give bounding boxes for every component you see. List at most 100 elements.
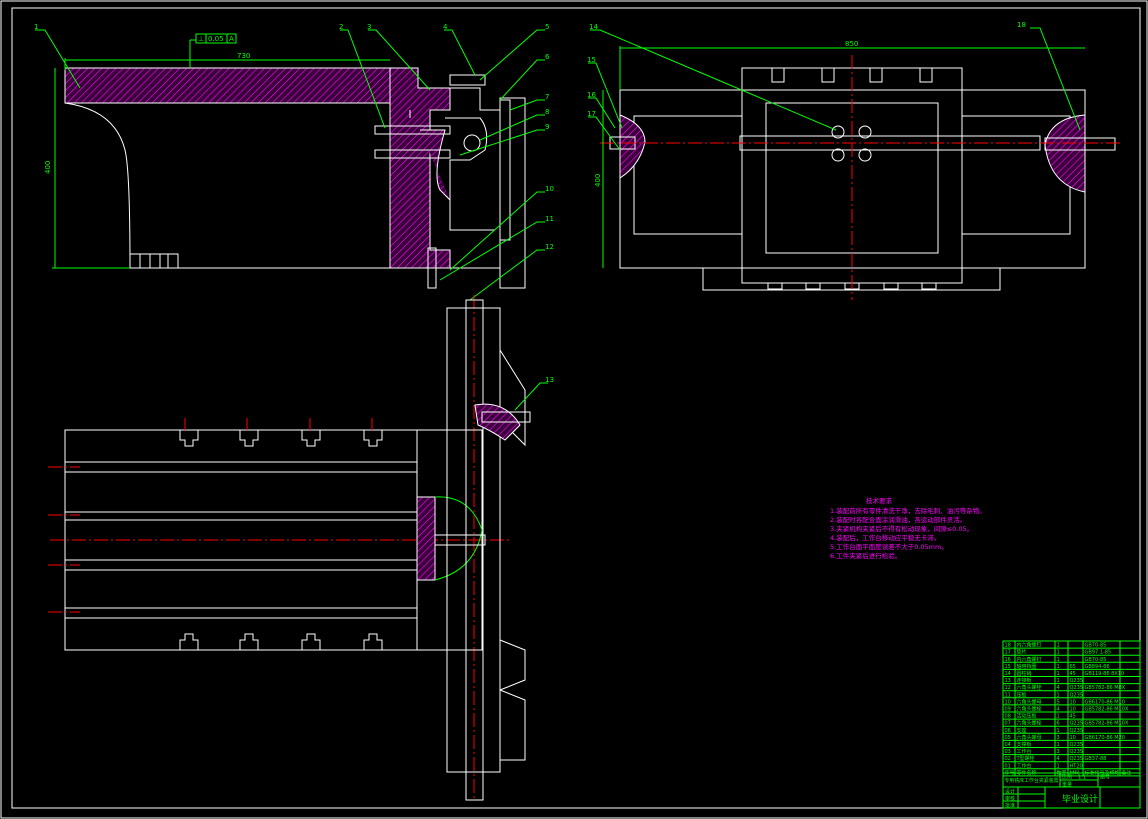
parts-cell-no: 17 (1005, 650, 1011, 656)
balloon-5: 5 (545, 23, 549, 31)
front-view: 730 400 ⊥ 0.05 A 1 2 3 4 5 6 7 8 9 10 11… (34, 23, 554, 301)
balloon-2: 2 (339, 23, 343, 31)
parts-cell-qty: 1 (1057, 728, 1060, 734)
parts-cell-std: GB5782-86 M10X (1085, 721, 1129, 727)
parts-cell-std: GB6170-86 M20 (1085, 735, 1125, 741)
parts-cell-name: 工作台 (1017, 748, 1032, 755)
parts-cell-name: 六角头螺栓 (1017, 720, 1042, 727)
balloon-14: 14 (589, 23, 598, 31)
parts-cell-name: 垫片 (1017, 649, 1027, 656)
note-6: 6.工件夹紧后进行检验。 (830, 551, 901, 560)
approve-label: 批准 (1005, 802, 1015, 809)
parts-cell-std: GB894-86 (1085, 664, 1110, 670)
parts-cell-no: 16 (1005, 657, 1011, 663)
balloon-17: 17 (587, 110, 596, 118)
balloon-13: 13 (545, 376, 554, 384)
parts-cell-qty: 1 (1057, 664, 1060, 670)
parts-cell-name: 支座 (1017, 727, 1027, 734)
parts-cell-mat: Q235 (1070, 749, 1083, 755)
title-block: 专用铣床工作台夹紧装置 比例 1:1 重量 图号 设计 审核 批准 毕业设计 (1002, 772, 1141, 809)
parts-cell-qty: 1 (1057, 714, 1060, 720)
balloon-4: 4 (443, 23, 448, 31)
parts-cell-name: 六角头螺母 (1017, 734, 1042, 741)
parts-cell-name: 六角头螺栓 (1017, 684, 1042, 691)
parts-cell-name: 圆柱销 (1017, 670, 1032, 677)
dim-height-left: 400 (44, 161, 52, 174)
parts-cell-qty: 5 (1057, 699, 1060, 705)
dim-top-length: 730 (237, 52, 250, 60)
parts-cell-no: 05 (1005, 735, 1011, 741)
parts-cell-no: 09 (1005, 707, 1011, 713)
scale-value: 1:1 (1078, 775, 1086, 781)
technical-notes: 技术要求 1.装配前所有零件清洗干净，去除毛刺、油污等杂物。 2.装配时各配合面… (830, 496, 986, 560)
drawing-name: 专用铣床工作台夹紧装置 (1005, 777, 1059, 784)
parts-cell-name: 工作台 (1017, 762, 1032, 769)
parts-cell-qty: 1 (1057, 763, 1060, 769)
balloon-1: 1 (34, 23, 38, 31)
parts-cell-name: 六角头螺栓 (1017, 706, 1042, 713)
note-3: 3.夹紧机构夹紧后不得有松动现象，间隙≤0.05。 (830, 524, 973, 533)
tolerance-value: 0.05 (208, 35, 224, 43)
parts-cell-mat: 10 (1070, 735, 1076, 741)
parts-cell-mat: Q235 (1070, 742, 1083, 748)
parts-cell-no: 10 (1005, 699, 1011, 705)
parts-cell-mat: Q235 (1070, 678, 1083, 684)
parts-cell-mat: 65 (1070, 664, 1076, 670)
balloon-6: 6 (545, 53, 550, 61)
note-4: 4.装配后，工作台移动应平稳无卡滞。 (830, 533, 940, 542)
parts-cell-qty: 6 (1057, 721, 1060, 727)
parts-cell-mat: 45 (1070, 671, 1076, 677)
parts-cell-no: 11 (1005, 692, 1011, 698)
side-view: 13 (48, 295, 554, 801)
parts-cell-mat: 10 (1070, 707, 1076, 713)
inner-border (11, 7, 1141, 809)
parts-cell-mat: HT20 (1070, 763, 1083, 769)
dim-plan-height: 400 (594, 174, 602, 187)
parts-cell-name: 支撑板 (1017, 741, 1032, 748)
balloon-7: 7 (545, 93, 549, 101)
tolerance-datum: A (229, 35, 234, 43)
check-label: 审核 (1005, 795, 1015, 802)
balloon-3: 3 (367, 23, 371, 31)
parts-cell-no: 15 (1005, 664, 1011, 670)
weight-label: 重量 (1062, 781, 1072, 788)
parts-cell-qty: 3 (1057, 749, 1060, 755)
parts-cell-no: 03 (1005, 749, 1011, 755)
parts-cell-std: GB119-86 8X10 (1085, 671, 1125, 677)
parts-cell-no: 07 (1005, 721, 1011, 727)
parts-cell-no: 18 (1005, 643, 1011, 649)
parts-cell-std: GB5782-86 M10X (1085, 707, 1129, 713)
parts-cell-std: GB5782-86 M8X (1085, 685, 1126, 691)
parts-cell-std: GB37-88 (1085, 756, 1107, 762)
parts-cell-name: 六角头螺母 (1017, 698, 1042, 705)
parts-cell-name: T型螺栓 (1016, 755, 1035, 762)
plan-view: 850 400 14 15 16 17 18 (587, 21, 1120, 300)
note-1: 1.装配前所有零件清洗干净，去除毛刺、油污等杂物。 (830, 506, 986, 515)
parts-cell-qty: 4 (1057, 756, 1060, 762)
parts-cell-mat: Q235 (1070, 685, 1083, 691)
parts-cell-name: 活动压板 (1017, 713, 1037, 720)
parts-cell-no: 06 (1005, 728, 1011, 734)
parts-cell-mat: Q235 (1070, 721, 1083, 727)
sheet-label: 图号 (1100, 775, 1110, 781)
parts-cell-no: 04 (1005, 742, 1011, 748)
parts-cell-no: 12 (1005, 685, 1011, 691)
balloon-9: 9 (545, 123, 549, 131)
balloon-15: 15 (587, 56, 596, 64)
balloon-18: 18 (1017, 21, 1026, 29)
parts-cell-std: GB70-85 (1085, 657, 1107, 663)
dim-plan-width: 850 (845, 40, 858, 48)
parts-cell-qty: 1 (1057, 671, 1060, 677)
scale-label: 比例 (1062, 774, 1072, 781)
parts-cell-std: GB6170-86 M10 (1085, 699, 1125, 705)
parts-cell-mat: 10 (1070, 699, 1076, 705)
parts-cell-no: 02 (1005, 756, 1011, 762)
parts-cell-qty: 1 (1057, 650, 1060, 656)
parts-cell-mat: Q235 (1070, 728, 1083, 734)
parts-cell-qty: 3 (1057, 735, 1060, 741)
parts-cell-name: 内六角螺钉 (1017, 642, 1042, 649)
parts-cell-no: 01 (1005, 763, 1011, 769)
parts-cell-mat: Q235 (1070, 756, 1083, 762)
